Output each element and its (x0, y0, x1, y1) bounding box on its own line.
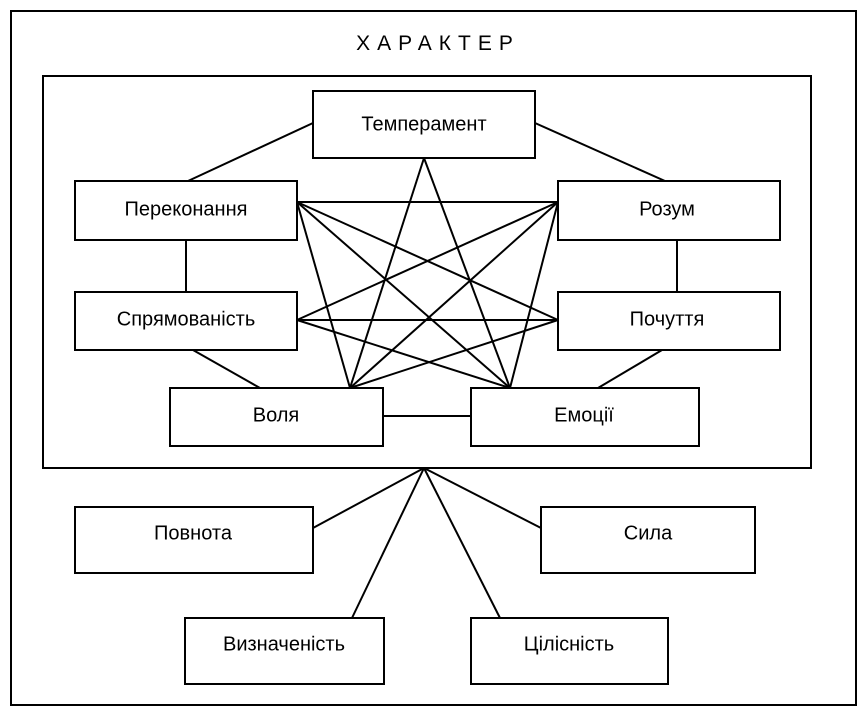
node-temperament-label: Темперамент (361, 113, 486, 135)
link-character-povnota (312, 467, 425, 529)
outer-frame (10, 10, 857, 706)
node-pochuttia: Почуття (557, 291, 781, 351)
link-spriamovanist-rozum (296, 201, 559, 321)
node-syla-label: Сила (624, 522, 673, 544)
link-spriamovanist-volia (192, 349, 261, 389)
inner-frame (42, 75, 812, 469)
link-temperament-rozum (534, 122, 666, 182)
node-syla: Сила (540, 506, 756, 574)
link-character-syla (423, 467, 542, 529)
link-pochuttia-volia (349, 319, 559, 389)
connections (185, 122, 678, 619)
node-emotsii-label: Емоції (554, 404, 614, 426)
node-spriamovanist: Спрямованість (74, 291, 298, 351)
node-vyznachenist-label: Визначеність (223, 633, 345, 655)
link-temperament-emotsii (423, 157, 511, 389)
node-volia-label: Воля (253, 404, 300, 426)
node-perekonannia-label: Переконання (125, 198, 248, 220)
node-volia: Воля (169, 387, 384, 447)
node-temperament: Темперамент (312, 90, 536, 159)
node-pochuttia-label: Почуття (630, 308, 705, 330)
link-rozum-emotsii (509, 201, 559, 389)
node-spriamovanist-label: Спрямованість (117, 308, 255, 330)
node-tsilisnist: Цілісність (470, 617, 669, 685)
link-perekonannia-emotsii (296, 201, 511, 389)
link-rozum-volia (349, 201, 559, 389)
node-tsilisnist-label: Цілісність (524, 633, 614, 655)
link-spriamovanist-emotsii (296, 319, 511, 389)
link-temperament-volia (349, 157, 425, 389)
link-temperament-perekonannia (187, 122, 314, 182)
diagram-title: ХАРАКТЕР (356, 32, 520, 55)
link-pochuttia-emotsii (597, 349, 663, 389)
node-povnota: Повнота (74, 506, 314, 574)
node-emotsii: Емоції (470, 387, 700, 447)
node-vyznachenist: Визначеність (184, 617, 385, 685)
link-character-tsilisnist (423, 467, 501, 619)
node-povnota-label: Повнота (154, 522, 233, 544)
node-rozum-label: Розум (639, 198, 695, 220)
node-rozum: Розум (557, 180, 781, 241)
node-perekonannia: Переконання (74, 180, 298, 241)
link-character-vyznachenist (351, 467, 425, 619)
link-perekonannia-volia (296, 201, 351, 389)
